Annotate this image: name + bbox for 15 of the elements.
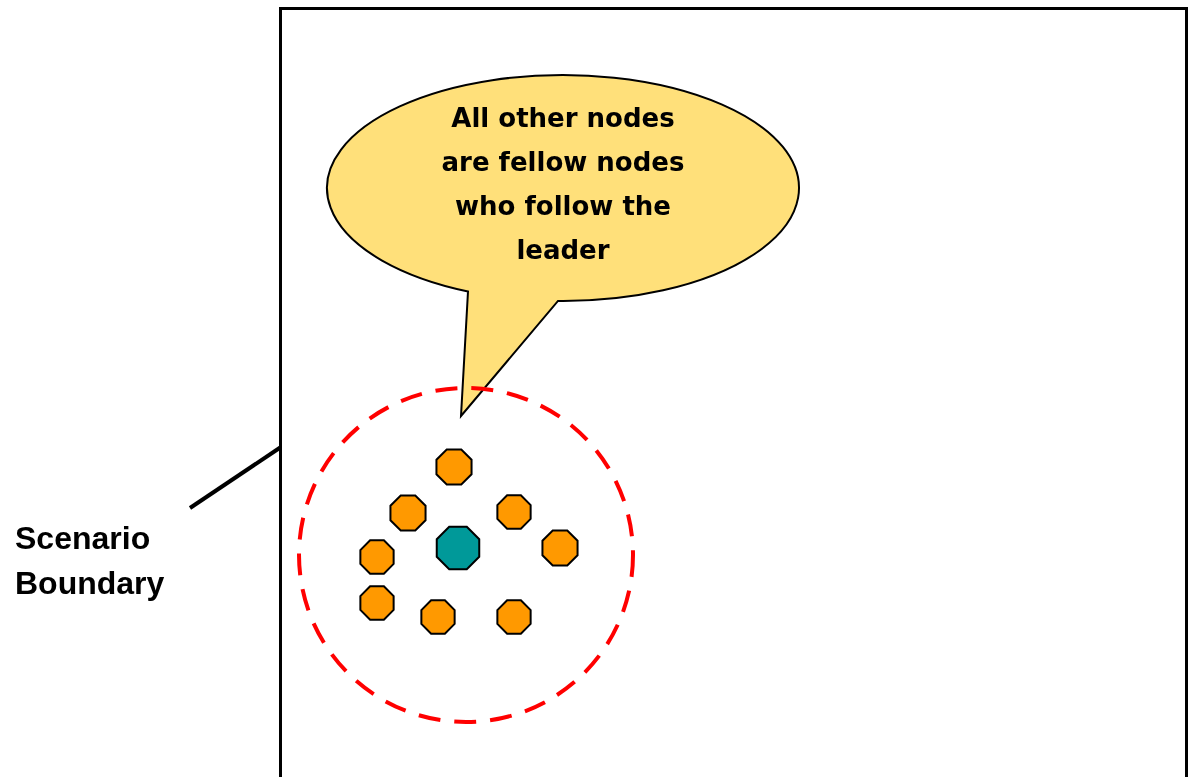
scenario-boundary-frame xyxy=(279,7,1188,777)
octagon-node xyxy=(434,447,474,487)
octagon-node xyxy=(540,528,580,568)
dashed-boundary-circle xyxy=(297,386,635,724)
leader-line xyxy=(188,445,283,510)
octagon-node xyxy=(358,538,396,576)
octagon-node xyxy=(358,584,396,622)
octagon-node xyxy=(419,598,457,636)
octagon-node xyxy=(388,493,428,533)
callout-text: All other nodes are fellow nodes who follow the leader xyxy=(440,102,686,267)
boundary-label: Scenario Boundary xyxy=(15,519,166,603)
octagon-node xyxy=(434,524,482,572)
octagon-node xyxy=(495,598,533,636)
speech-bubble xyxy=(325,74,802,418)
octagon-node xyxy=(495,493,533,531)
